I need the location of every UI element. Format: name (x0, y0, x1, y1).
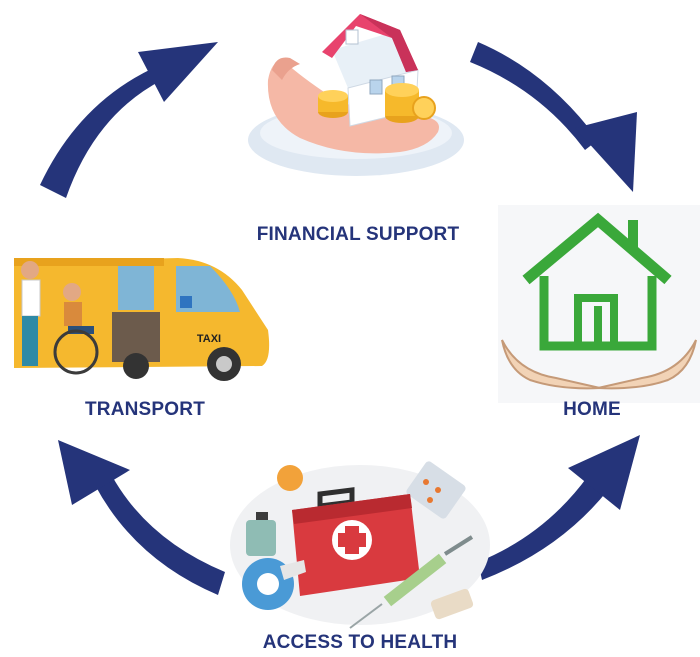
syringe (349, 535, 474, 629)
arrow-transport-to-financial (40, 42, 218, 198)
label-financial-support: FINANCIAL SUPPORT (256, 224, 460, 245)
arrow-home-to-health (478, 435, 640, 580)
house-in-hands-icon (498, 205, 700, 403)
coin-stack-left (318, 90, 348, 118)
pill-blister-top (406, 461, 466, 519)
tape-roll (242, 558, 306, 610)
caregiver (21, 261, 41, 366)
label-transport: TRANSPORT (84, 399, 206, 420)
hand-holding-house-icon (248, 14, 464, 176)
first-aid-kit-icon (230, 461, 490, 629)
arrow-financial-to-home (470, 42, 637, 192)
taxi-sign: TAXI (197, 333, 221, 345)
wheelchair-user (53, 283, 99, 375)
arrow-health-to-transport (58, 440, 225, 595)
label-access-to-health: ACCESS TO HEALTH (262, 632, 458, 653)
label-home: HOME (563, 399, 621, 420)
wheelchair-taxi-icon: TAXI (14, 258, 270, 381)
coin-stack-right (385, 83, 436, 123)
